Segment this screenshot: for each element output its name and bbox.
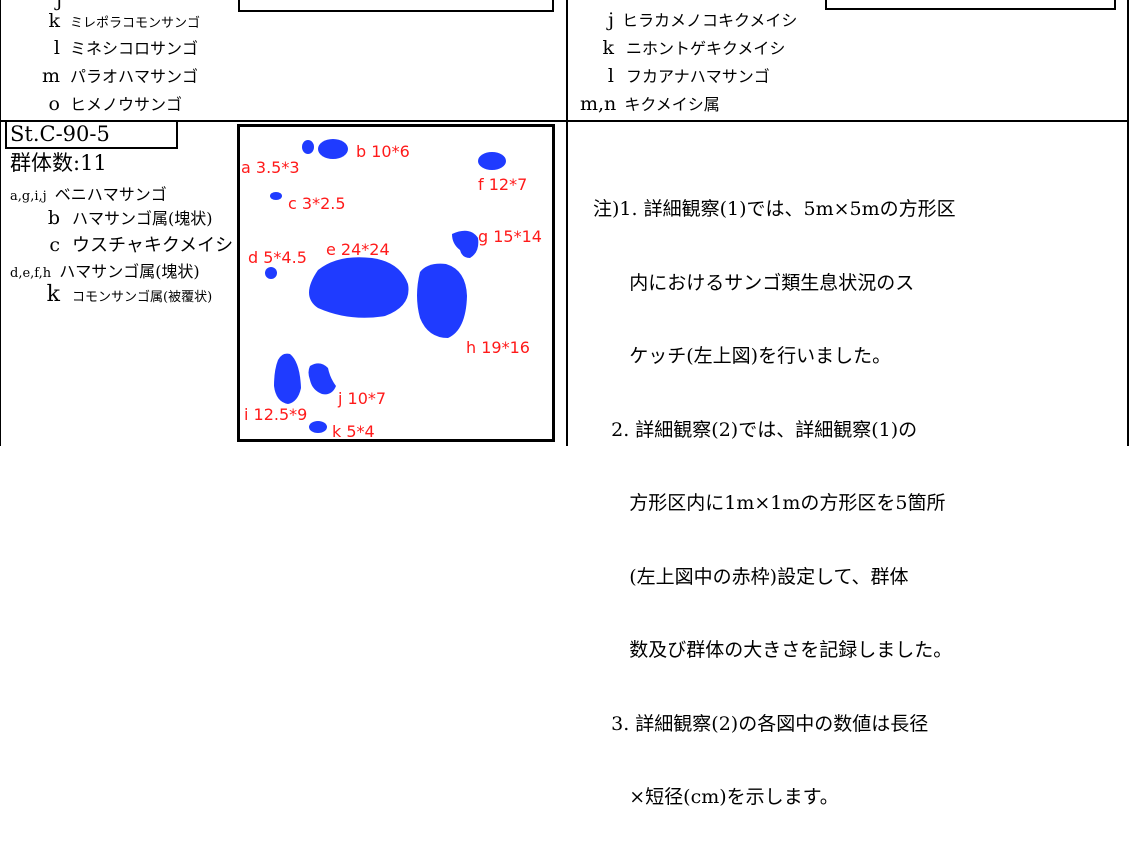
species-row: k ミレポラコモンサンゴ [0,9,200,36]
colony-h [417,263,467,338]
species-name: ハマサンゴ属(塊状) [59,262,200,281]
species-row: j ヒラカメノコキクメイシ [570,8,797,33]
colony-label-g: g 15*14 [478,227,542,246]
species-row: j [0,0,62,12]
colony-label-j: j 10*7 [337,389,386,408]
note-line: (左上図中の赤枠)設定して、群体 [593,565,909,588]
colony-a [302,140,314,154]
station-label-box-prev [825,0,1116,10]
colony-label-a: a 3.5*3 [241,158,300,177]
species-name: フカアナハマサンゴ [626,67,770,86]
colony-label-b: b 10*6 [356,142,410,161]
species-name: ニホントゲキクメイシ [626,39,786,58]
species-row: l ミネシコロサンゴ [0,36,198,61]
species-code: o [48,93,60,115]
species-name: ヒラカメノコキクメイシ [622,11,798,30]
horizontal-divider [0,120,1129,122]
species-code: k [46,282,60,307]
colonies [265,139,506,433]
species-row: b ハマサンゴ属(塊状) [0,206,213,231]
quadrat-sketch: a 3.5*3 b 10*6 c 3*2.5 d 5*4.5 e 24*24 f… [241,139,542,441]
colony-k [309,421,327,433]
species-name: キクメイシ属 [624,95,720,114]
station-label: St.C-90-5 [10,122,110,146]
left-border [0,0,1,446]
species-row: a,g,i,j ベニハマサンゴ [10,182,167,209]
species-name: パラオハマサンゴ [70,67,199,86]
species-code: j [56,0,62,11]
colony-b [318,139,348,159]
quadrat-sketch-frame [237,124,555,442]
species-name: ミレポラコモンサンゴ [70,16,201,31]
species-name: ミネシコロサンゴ [70,39,199,58]
species-code: j [608,9,614,31]
species-code: l [607,65,614,87]
colony-label-d: d 5*4.5 [248,248,307,267]
colony-c [270,192,282,200]
colony-j [308,363,336,395]
colony-label-e: e 24*24 [326,240,390,259]
colony-label-h: h 19*16 [466,338,530,357]
species-row: k コモンサンゴ属(被覆状) [0,282,213,310]
station-label-box-prev [238,0,554,12]
species-row: k ニホントゲキクメイシ [570,36,785,61]
species-code: k [602,37,614,59]
note-line: ×短径(cm)を示します。 [593,786,839,808]
vertical-divider [566,0,568,446]
note-line: 3. 詳細観察(2)の各図中の数値は長径 [593,712,929,735]
note-line: 方形区内に1m×1mの方形区を5箇所 [593,492,946,514]
species-row: c ウスチャキクメイシ [0,233,233,258]
species-code: a,g,i,j [10,189,47,204]
species-code: l [53,37,60,59]
species-row: m パラオハマサンゴ [0,64,198,89]
colony-label-c: c 3*2.5 [288,194,346,213]
species-code: d,e,f,h [10,266,52,281]
species-code: m,n [580,93,617,115]
colony-d [265,267,277,279]
notes-block: 注)1. 詳細観察(1)では、5m×5mの方形区 内におけるサンゴ類生息状況のス… [593,148,956,859]
note-line: 2. 詳細観察(2)では、詳細観察(1)の [593,418,918,441]
species-name: ベニハマサンゴ [54,185,167,204]
species-row: o ヒメノウサンゴ [0,92,183,117]
colony-f [478,152,506,170]
species-name: ウスチャキクメイシ [72,235,234,256]
species-code: b [47,207,60,229]
species-code: c [49,234,60,256]
station-label-box [5,120,178,149]
note-line: 内におけるサンゴ類生息状況のス [593,271,915,294]
right-border [1127,0,1129,446]
species-row: d,e,f,h ハマサンゴ属(塊状) [10,259,200,286]
note-line: 数及び群体の大きさを記録しました。 [593,639,953,661]
species-code: k [48,10,60,32]
species-code: m [41,65,60,87]
colony-i [274,353,301,404]
colony-e [309,257,409,318]
colony-count: 群体数:11 [10,151,107,175]
species-name: ハマサンゴ属(塊状) [72,209,213,228]
colony-labels: a 3.5*3 b 10*6 c 3*2.5 d 5*4.5 e 24*24 f… [241,142,542,441]
species-name: コモンサンゴ属(被覆状) [72,290,213,305]
species-name: ヒメノウサンゴ [70,95,183,114]
note-line: 注)1. 詳細観察(1)では、5m×5mの方形区 [593,198,956,220]
colony-label-k: k 5*4 [332,422,375,441]
species-row: m,n キクメイシ属 [580,92,720,117]
note-line: ケッチ(左上図)を行いました。 [593,345,892,367]
species-row: l フカアナハマサンゴ [570,64,770,89]
colony-g [452,230,479,258]
colony-label-i: i 12.5*9 [244,405,307,424]
colony-label-f: f 12*7 [478,175,527,194]
